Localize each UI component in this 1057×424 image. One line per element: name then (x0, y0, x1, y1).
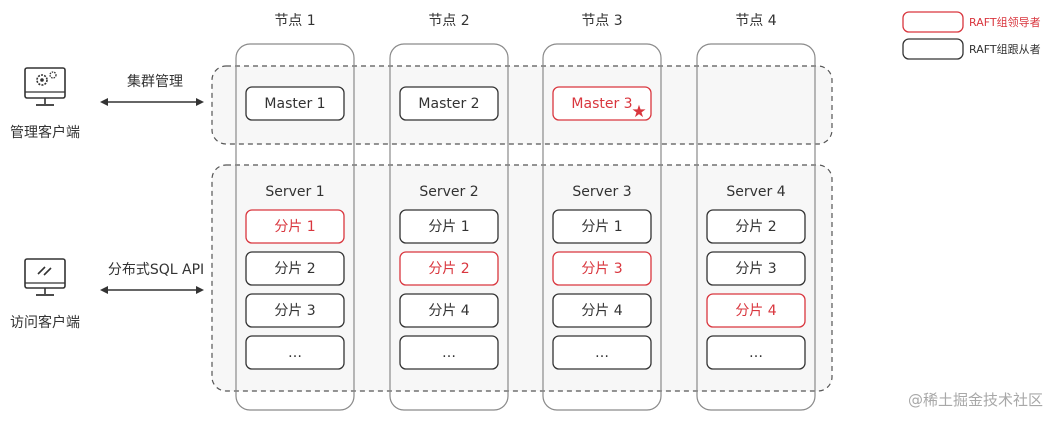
shard-box-leader (706, 293, 806, 328)
shard-box (706, 251, 806, 286)
node-outline (235, 43, 355, 411)
shard-box (399, 335, 499, 370)
admin-client-label: 管理客户端 (10, 124, 80, 141)
shard-label: … (749, 345, 763, 361)
server-label: Server 1 (265, 184, 324, 200)
node-column-3: 节点 3 Master 3★ Server 3 分片 1 分片 3 分片 4 … (542, 13, 662, 411)
legend-leader-label: RAFT组领导者 (969, 15, 1041, 29)
shard-box (399, 293, 499, 328)
leader-star-icon: ★ (631, 102, 646, 122)
shard-label: … (288, 345, 302, 361)
node-title: 节点 1 (274, 13, 315, 29)
server-label: Server 2 (419, 184, 478, 200)
shard-box-leader (245, 209, 345, 244)
node-column-1: 节点 1 Master 1 Server 1 分片 1 分片 2 分片 3 … (235, 13, 355, 411)
server-label: Server 3 (572, 184, 631, 200)
master-box (245, 86, 345, 121)
admin-monitor-gear-icon (24, 67, 66, 106)
legend: RAFT组领导者 RAFT组跟从者 (902, 11, 1041, 60)
master-label: Master 3 (571, 96, 632, 112)
master-box-leader (552, 86, 652, 121)
master-label: Master 2 (418, 96, 479, 112)
watermark: @稀土掘金技术社区 (908, 391, 1043, 409)
shard-label: … (442, 345, 456, 361)
shard-box (552, 293, 652, 328)
node-outline (542, 43, 662, 411)
shard-box-leader (552, 251, 652, 286)
shard-label: … (595, 345, 609, 361)
server-label: Server 4 (726, 184, 785, 200)
shard-box (245, 251, 345, 286)
node-column-2: 节点 2 Master 2 Server 2 分片 1 分片 2 分片 4 … (389, 13, 509, 411)
access-monitor-icon (24, 258, 66, 296)
node-title: 节点 2 (428, 13, 469, 29)
access-client: 访问客户端 分布式SQL API (10, 258, 204, 331)
node-title: 节点 3 (581, 13, 622, 29)
admin-client: 管理客户端 集群管理 (10, 67, 204, 141)
shard-label: 分片 3 (274, 303, 315, 319)
legend-follower-label: RAFT组跟从者 (969, 42, 1041, 56)
shard-label: 分片 2 (735, 219, 776, 235)
shard-label: 分片 2 (274, 261, 315, 277)
legend-follower-swatch (902, 38, 964, 60)
shard-box (706, 209, 806, 244)
shard-box (245, 293, 345, 328)
master-box (399, 86, 499, 121)
shard-box-leader (399, 251, 499, 286)
node-title: 节点 4 (735, 13, 776, 29)
shard-label: 分片 1 (581, 219, 622, 235)
shard-label: 分片 4 (428, 303, 469, 319)
shard-box (399, 209, 499, 244)
shard-label: 分片 3 (735, 261, 776, 277)
shard-box (706, 335, 806, 370)
shard-label: 分片 1 (428, 219, 469, 235)
admin-link-label: 集群管理 (127, 73, 183, 90)
node-outline (696, 43, 816, 411)
server-group-container (211, 164, 833, 392)
shard-label: 分片 2 (428, 261, 469, 277)
shard-box (552, 209, 652, 244)
shard-label: 分片 3 (581, 261, 622, 277)
master-group-container (211, 65, 833, 145)
access-client-label: 访问客户端 (10, 314, 80, 331)
shard-label: 分片 4 (735, 303, 776, 319)
shard-box (245, 335, 345, 370)
legend-leader-swatch (902, 11, 964, 33)
access-link-label: 分布式SQL API (108, 262, 204, 278)
shard-label: 分片 1 (274, 219, 315, 235)
shard-label: 分片 4 (581, 303, 622, 319)
node-outline (389, 43, 509, 411)
shard-box (552, 335, 652, 370)
master-label: Master 1 (264, 96, 325, 112)
node-column-4: 节点 4 Server 4 分片 2 分片 3 分片 4 … (696, 13, 816, 411)
